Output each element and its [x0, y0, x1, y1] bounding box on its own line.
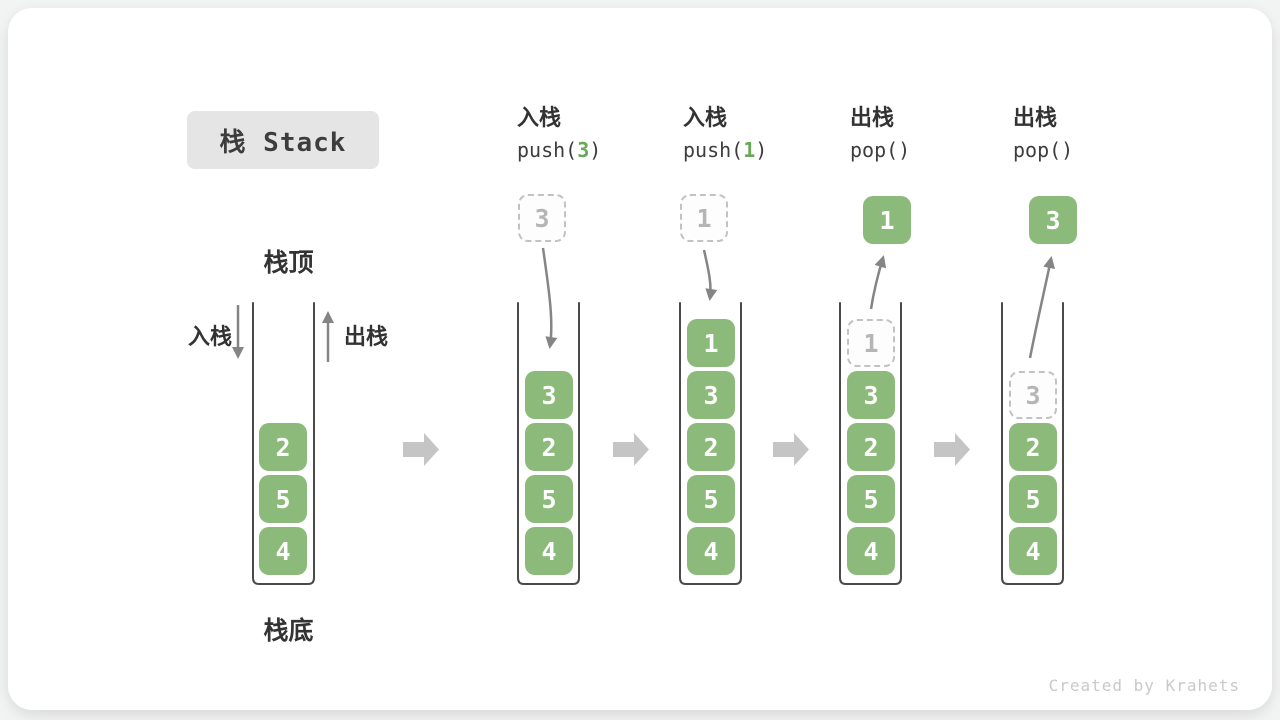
flow-arrows [403, 433, 970, 466]
stack-cell: 3 [525, 371, 573, 419]
stack-containers [252, 302, 1064, 585]
flow-arrow-icon-3 [773, 433, 809, 466]
stack-cell: 2 [687, 423, 735, 471]
staged-cell: 1 [680, 194, 728, 242]
pop-arrow-icon-stack4 [869, 255, 887, 310]
popped-cell: 1 [863, 196, 911, 244]
staged-cell: 3 [518, 194, 566, 242]
op-code-label: push(1) [683, 135, 843, 165]
op-label-push1: 入栈 push(1) [683, 103, 843, 165]
op-label-pop-2: 出栈 pop() [1013, 103, 1173, 165]
op-arg: 3 [577, 138, 590, 162]
push-side-label: 入栈 [187, 324, 232, 349]
op-cn-label: 入栈 [683, 105, 728, 130]
op-cn-label: 出栈 [850, 105, 895, 130]
title-badge: 栈 Stack [187, 111, 379, 169]
op-code-label: pop() [1013, 135, 1173, 165]
op-fn: push( [683, 138, 744, 162]
stack-cell: 3 [687, 371, 735, 419]
stack-cell: 2 [259, 423, 307, 471]
stack-cell: 1 [687, 319, 735, 367]
stack-cell: 4 [687, 527, 735, 575]
op-close: ) [898, 138, 911, 162]
stack-container-5 [1001, 302, 1064, 585]
push-arrow-icon-stack3 [702, 249, 718, 301]
stack-container-1 [252, 302, 315, 585]
stack-container-4 [839, 302, 902, 585]
stack-cell: 2 [1009, 423, 1057, 471]
stack-cell: 4 [259, 527, 307, 575]
op-cn-label: 入栈 [517, 105, 562, 130]
stack-cell: 2 [525, 423, 573, 471]
stack-cell: 5 [259, 475, 307, 523]
title-text: 栈 Stack [219, 127, 347, 158]
op-label-push3: 入栈 push(3) [517, 103, 677, 165]
op-label-pop-1: 出栈 pop() [850, 103, 1010, 165]
stack-cell: 5 [847, 475, 895, 523]
stack-cell: 4 [1009, 527, 1057, 575]
stack-cell: 5 [525, 475, 573, 523]
stack-cell: 5 [1009, 475, 1057, 523]
stack-container-3 [679, 302, 742, 585]
flow-arrow-icon-4 [934, 433, 970, 466]
stack-container-2 [517, 302, 580, 585]
op-cn-label: 出栈 [1013, 105, 1058, 130]
stack-cell: 5 [687, 475, 735, 523]
op-close: ) [755, 138, 768, 162]
stack-bottom-label: 栈底 [263, 617, 314, 645]
op-fn: pop( [850, 138, 899, 162]
stack-cell: 4 [847, 527, 895, 575]
op-code-label: push(3) [517, 135, 677, 165]
ghost-cell: 1 [847, 319, 895, 367]
flow-arrow-icon-1 [403, 433, 439, 466]
stack-cell: 2 [847, 423, 895, 471]
op-close: ) [1061, 138, 1074, 162]
pop-side-label: 出栈 [344, 324, 389, 349]
op-arg: 1 [743, 138, 756, 162]
pop-arrow-icon-stack5 [1028, 256, 1056, 359]
footer-credit: Created by Krahets [1048, 676, 1240, 695]
popped-cell: 3 [1029, 196, 1077, 244]
stack-cell: 3 [847, 371, 895, 419]
stack-cell: 4 [525, 527, 573, 575]
ghost-cell: 3 [1009, 371, 1057, 419]
op-code-label: pop() [850, 135, 1010, 165]
op-fn: pop( [1013, 138, 1062, 162]
stack-top-label: 栈顶 [263, 249, 314, 277]
op-fn: push( [517, 138, 578, 162]
flow-arrow-icon-2 [613, 433, 649, 466]
op-close: ) [589, 138, 602, 162]
push-arrow-icon-stack2 [541, 247, 558, 349]
